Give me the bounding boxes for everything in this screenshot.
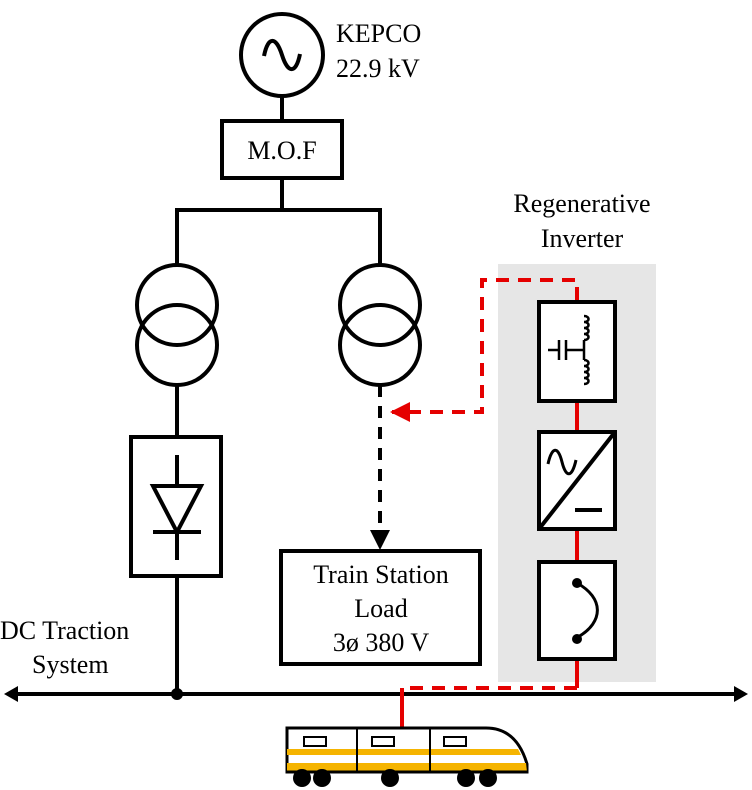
wire-split [175,208,382,264]
traction-line2: System [32,650,109,679]
ac-source-icon [239,12,325,98]
train-icon [285,726,529,787]
load-line1: Train Station [313,560,449,589]
bus-junction [171,688,183,700]
transformer-icon [135,263,219,387]
regen-flow-to-load [390,278,579,422]
inverter-title-line2: Inverter [541,224,624,253]
load-box [279,549,482,666]
source-voltage: 22.9 kV [336,54,420,83]
lc-filter-icon [548,314,590,386]
bus-arrow-right [734,686,748,702]
load-line3: 3ø 380 V [333,628,430,657]
mof-label: M.O.F [247,136,316,165]
load-line2: Load [354,594,407,623]
ac-dc-converter-icon [537,430,617,531]
filter-box [537,300,617,403]
bus-arrow-left [4,686,18,702]
inverter-title-line1: Regenerative [513,189,650,218]
switch-icon [572,578,599,644]
diode-rectifier-icon [149,455,205,560]
source-name: KEPCO [336,19,421,48]
traction-line1: DC Traction [0,616,129,645]
switch-box [537,560,617,661]
transformer-icon [338,263,422,387]
